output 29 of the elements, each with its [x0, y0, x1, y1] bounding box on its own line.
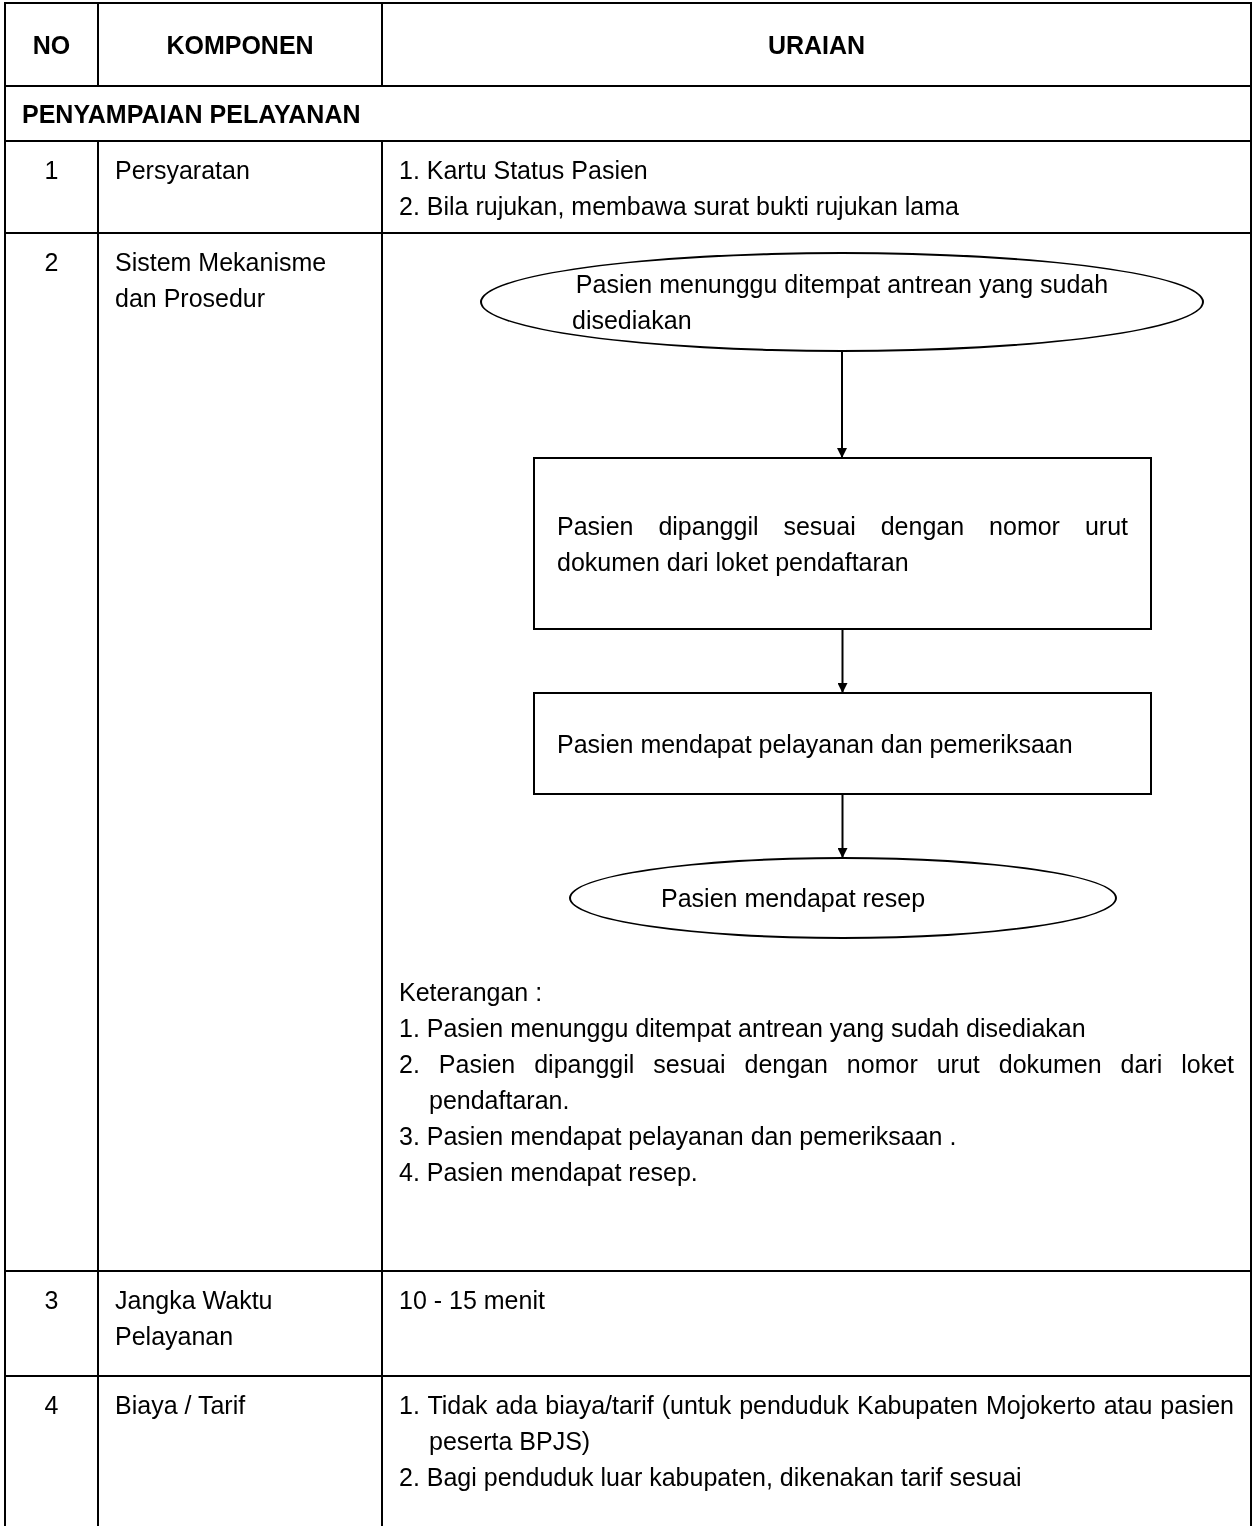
row-number: 2: [44, 247, 59, 278]
description-text: Keterangan :: [399, 977, 544, 1008]
column-header: KOMPONEN: [166, 29, 314, 61]
process-box: Pasien dipanggil sesuai dengan nomor urut dokumen dari loket pendaftaran: [533, 457, 1152, 630]
list-item: 1. Tidak ada biaya/tarif (untuk penduduk Kabupaten Mojokerto atau pasien peserta BPJS): [399, 1390, 1234, 1457]
terminal-ellipse: Pasien menunggu ditempat antrean yang sudah disediakan: [480, 252, 1204, 352]
list-item: 2. Pasien dipanggil sesuai dengan nomor urut dokumen dari loket pendaftaran.: [399, 1049, 1234, 1116]
arrow: [837, 629, 848, 693]
process-box: Pasien mendapat pelayanan dan pemeriksaan: [533, 692, 1152, 795]
list-item: 1. Pasien menunggu ditempat antrean yang sudah disediakan: [399, 1013, 1087, 1044]
list-item: 3. Pasien mendapat pelayanan dan pemeriksaan .: [399, 1121, 958, 1152]
terminal-ellipse: Pasien mendapat resep: [569, 857, 1117, 939]
arrow: [837, 351, 847, 458]
description-text: 10 - 15 menit: [399, 1285, 546, 1316]
column-header: NO: [32, 29, 71, 61]
component-label: Persyaratan: [115, 155, 251, 186]
row-number: 3: [44, 1285, 59, 1316]
row-number: 4: [44, 1390, 59, 1421]
section-heading: PENYAMPAIAN PELAYANAN: [22, 98, 362, 130]
column-header: URAIAN: [767, 29, 866, 61]
list-item: 1. Kartu Status Pasien: [399, 155, 649, 186]
arrow: [837, 794, 848, 858]
list-item: 4. Pasien mendapat resep.: [399, 1157, 699, 1188]
component-label: Jangka Waktu Pelayanan: [115, 1285, 274, 1352]
list-item: 2. Bagi penduduk luar kabupaten, dikenakan tarif sesuai: [399, 1462, 1023, 1493]
row-number: 1: [44, 155, 59, 186]
list-item: 2. Bila rujukan, membawa surat bukti rujukan lama: [399, 191, 960, 222]
component-label: Sistem Mekanisme dan Prosedur: [115, 247, 328, 314]
component-label: Biaya / Tarif: [115, 1390, 247, 1421]
